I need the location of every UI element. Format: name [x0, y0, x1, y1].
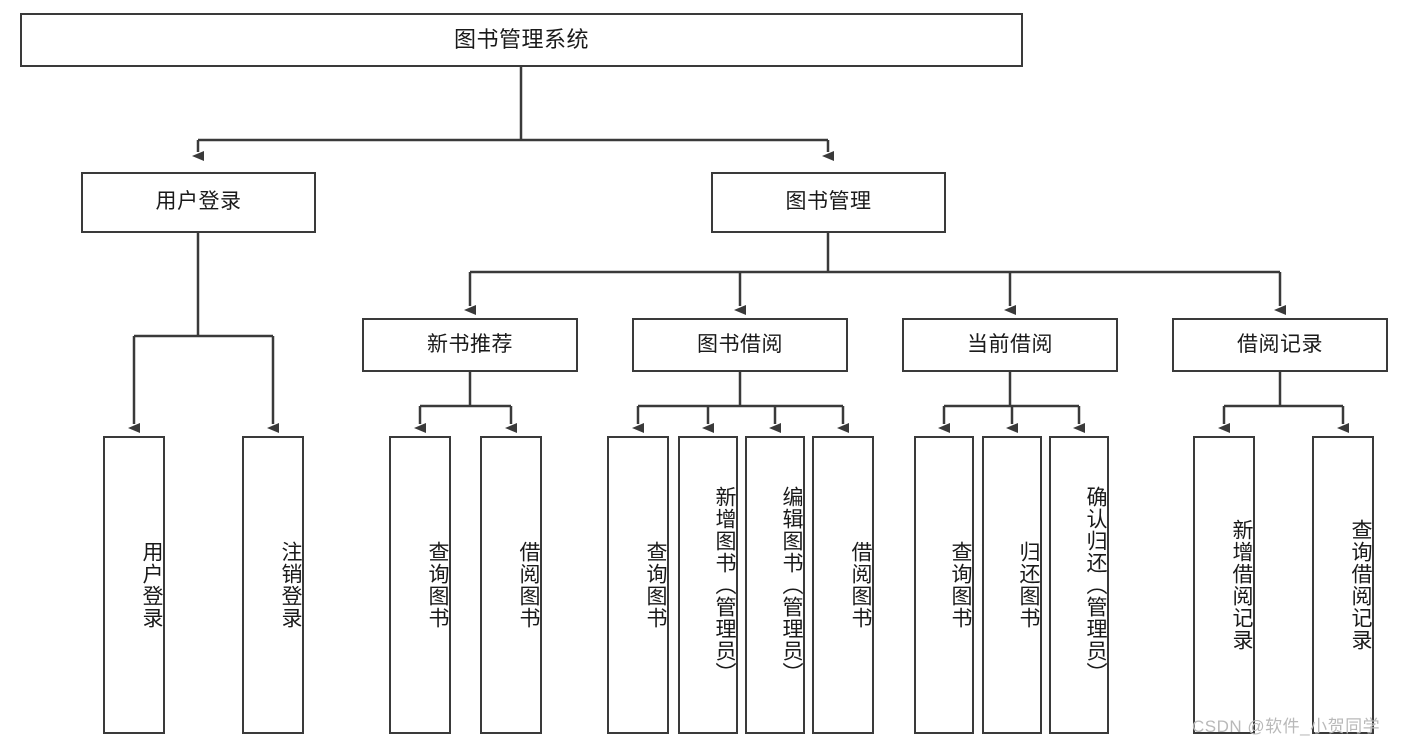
- node-label: 注销登录: [279, 541, 302, 629]
- node-label: 新增图书（管理员）: [713, 486, 736, 684]
- leaf-edit-book-admin[interactable]: 编辑图书（管理员）: [745, 436, 805, 734]
- leaf-borrow-book[interactable]: 借阅图书: [812, 436, 874, 734]
- node-label: 查询图书: [426, 541, 449, 629]
- leaf-user-login[interactable]: 用户登录: [103, 436, 165, 734]
- node-label: 借阅图书: [517, 541, 540, 629]
- node-book-management[interactable]: 图书管理: [711, 172, 946, 233]
- leaf-add-book-admin[interactable]: 新增图书（管理员）: [678, 436, 738, 734]
- leaf-confirm-return-admin[interactable]: 确认归还（管理员）: [1049, 436, 1109, 734]
- leaf-logout[interactable]: 注销登录: [242, 436, 304, 734]
- node-root-system[interactable]: 图书管理系统: [20, 13, 1023, 67]
- node-label: 用户登录: [155, 190, 242, 214]
- node-label: 图书管理系统: [453, 27, 589, 53]
- node-label: 借阅记录: [1237, 332, 1323, 356]
- leaf-add-borrow-record[interactable]: 新增借阅记录: [1193, 436, 1255, 734]
- node-label: 图书管理: [785, 190, 872, 214]
- node-current-borrow[interactable]: 当前借阅: [902, 318, 1118, 372]
- leaf-query-books-recommend[interactable]: 查询图书: [389, 436, 451, 734]
- node-label: 查询图书: [644, 541, 667, 629]
- node-new-book-recommend[interactable]: 新书推荐: [362, 318, 578, 372]
- node-label: 新书推荐: [427, 332, 513, 356]
- leaf-borrow-books-recommend[interactable]: 借阅图书: [480, 436, 542, 734]
- node-book-borrow[interactable]: 图书借阅: [632, 318, 848, 372]
- node-label: 用户登录: [140, 541, 163, 629]
- node-label: 查询借阅记录: [1349, 519, 1372, 651]
- leaf-query-books-borrow[interactable]: 查询图书: [607, 436, 669, 734]
- node-user-login[interactable]: 用户登录: [81, 172, 316, 233]
- node-label: 编辑图书（管理员）: [780, 486, 803, 684]
- node-label: 确认归还（管理员）: [1084, 486, 1107, 684]
- leaf-query-borrow-record[interactable]: 查询借阅记录: [1312, 436, 1374, 734]
- node-label: 当前借阅: [967, 332, 1053, 356]
- node-label: 查询图书: [949, 541, 972, 629]
- leaf-query-books-current[interactable]: 查询图书: [914, 436, 974, 734]
- node-label: 新增借阅记录: [1230, 519, 1253, 651]
- node-label: 归还图书: [1017, 541, 1040, 629]
- leaf-return-book[interactable]: 归还图书: [982, 436, 1042, 734]
- csdn-watermark: CSDN @软件_小贺同学: [1192, 717, 1381, 736]
- node-label: 借阅图书: [849, 541, 872, 629]
- node-label: 图书借阅: [697, 332, 783, 356]
- node-borrow-records[interactable]: 借阅记录: [1172, 318, 1388, 372]
